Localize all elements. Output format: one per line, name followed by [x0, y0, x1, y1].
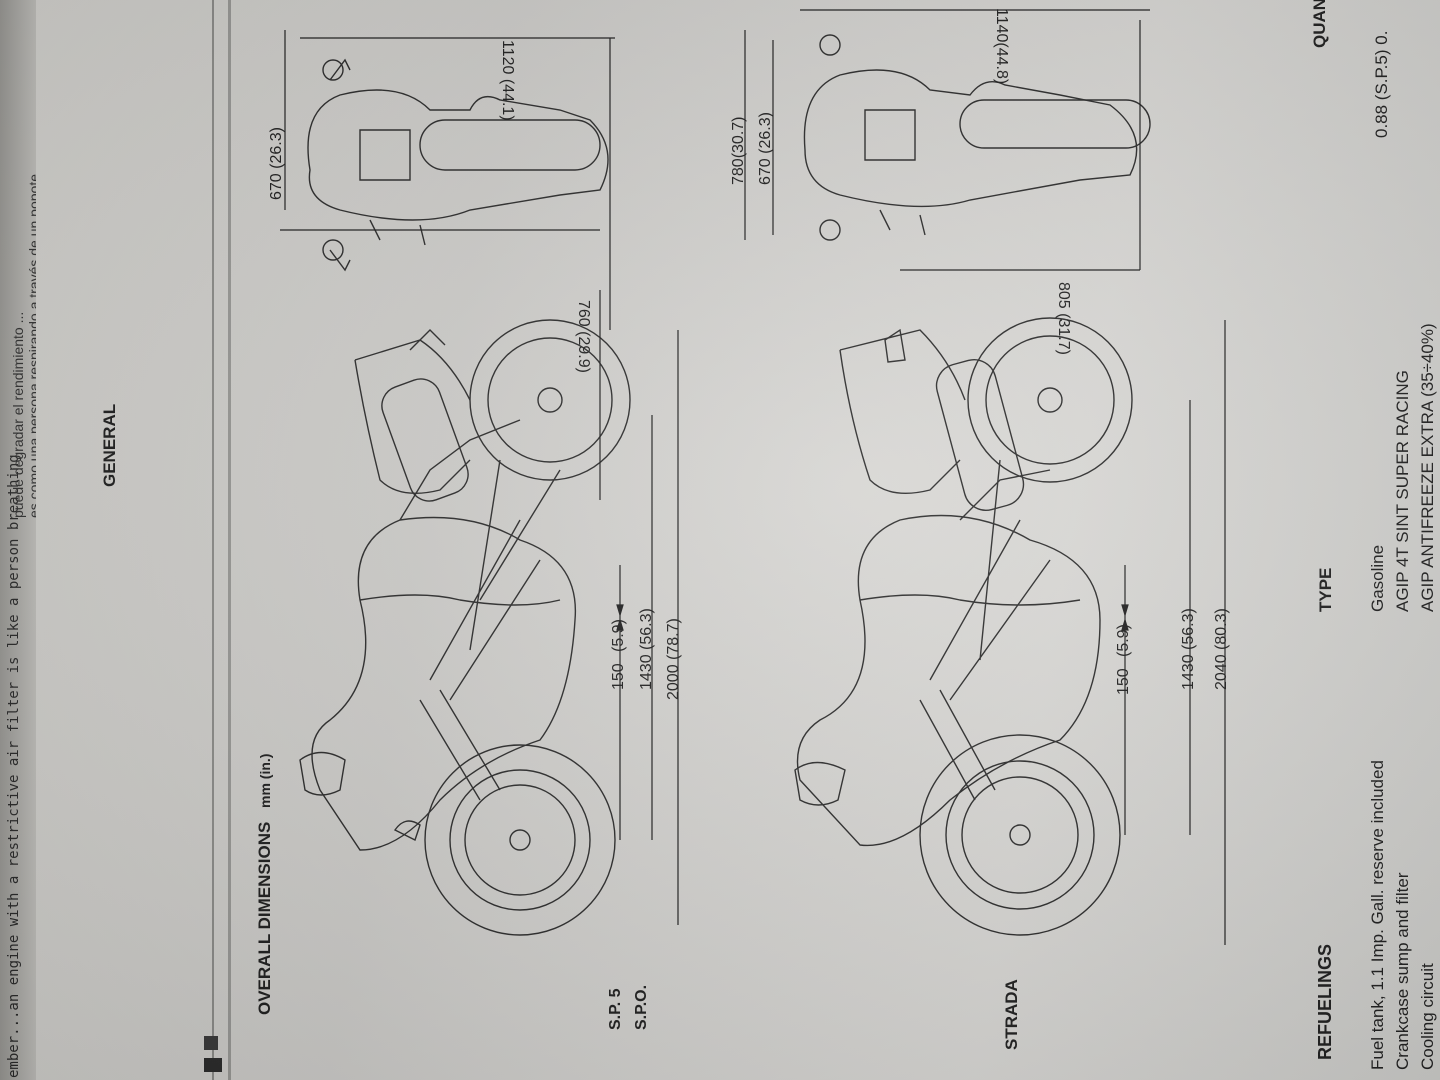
strada-ground-clearance: 150	[1115, 668, 1132, 695]
refuel-type-3: AGIP ANTIFREEZE EXTRA (35÷40%)	[1418, 323, 1437, 612]
section-tab-mark-2	[204, 1036, 218, 1050]
sp-mirror-height: 670 (26.3)	[268, 127, 285, 200]
sp-ground-clearance: 150	[610, 663, 627, 690]
refuel-qty-2: 0.88 (S.P.5) 0.	[1372, 30, 1391, 138]
page-margin-rule-2	[228, 0, 231, 1080]
strada-length: 2040 (80.3)	[1213, 608, 1230, 690]
sp-length: 2000 (78.7)	[665, 618, 682, 700]
strada-wheelbase: 1430 (56.3)	[1180, 608, 1197, 690]
sp-ground-clearance-in: (5.9)	[610, 619, 627, 652]
adjacent-page-edge	[0, 0, 42, 1080]
section-title: GENERAL	[100, 403, 119, 487]
dimensions-heading: OVERALL DIMENSIONS	[255, 821, 274, 1015]
strada-height-b: 670 (26.3)	[757, 112, 774, 185]
refuel-item-1: Fuel tank, 1.1 Imp. Gall. reserve includ…	[1368, 760, 1387, 1070]
spo-label: S.P.O.	[633, 984, 650, 1030]
refuel-type-2: AGIP 4T SINT SUPER RACING	[1393, 370, 1412, 612]
refuel-item-3: Cooling circuit	[1418, 963, 1437, 1070]
strada-seat-height: 805 (31.7)	[1055, 282, 1072, 355]
sp-side-view	[299, 319, 631, 936]
strada-side-view	[794, 317, 1133, 936]
strada-top-view	[803, 34, 1151, 241]
sp-seat-height: 760 (29.9)	[575, 300, 592, 373]
sp-top-view	[307, 58, 609, 272]
strada-ground-clearance-in: (5.9)	[1115, 624, 1132, 657]
page-margin-rule	[212, 0, 214, 1080]
strada-width: 1140(44.8)	[993, 8, 1010, 85]
type-header: TYPE	[1316, 567, 1335, 612]
quantity-header: QUAN	[1310, 0, 1329, 48]
refuel-type-1: Gasoline	[1368, 544, 1387, 612]
refuelings-heading: REFUELINGS	[1315, 943, 1335, 1060]
strada-label: STRADA	[1002, 979, 1021, 1050]
refuel-item-2: Crankcase sump and filter	[1393, 872, 1412, 1070]
strada-height-a: 780(30.7)	[730, 116, 747, 186]
sp-width: 1120 (44.1)	[499, 40, 516, 121]
dimensions-unit: mm (in.)	[257, 753, 273, 808]
manual-page	[36, 0, 1440, 1080]
sp5-label: S.P. 5	[607, 988, 624, 1030]
sp-wheelbase: 1430 (56.3)	[638, 608, 655, 690]
section-tab-mark	[204, 1058, 222, 1072]
